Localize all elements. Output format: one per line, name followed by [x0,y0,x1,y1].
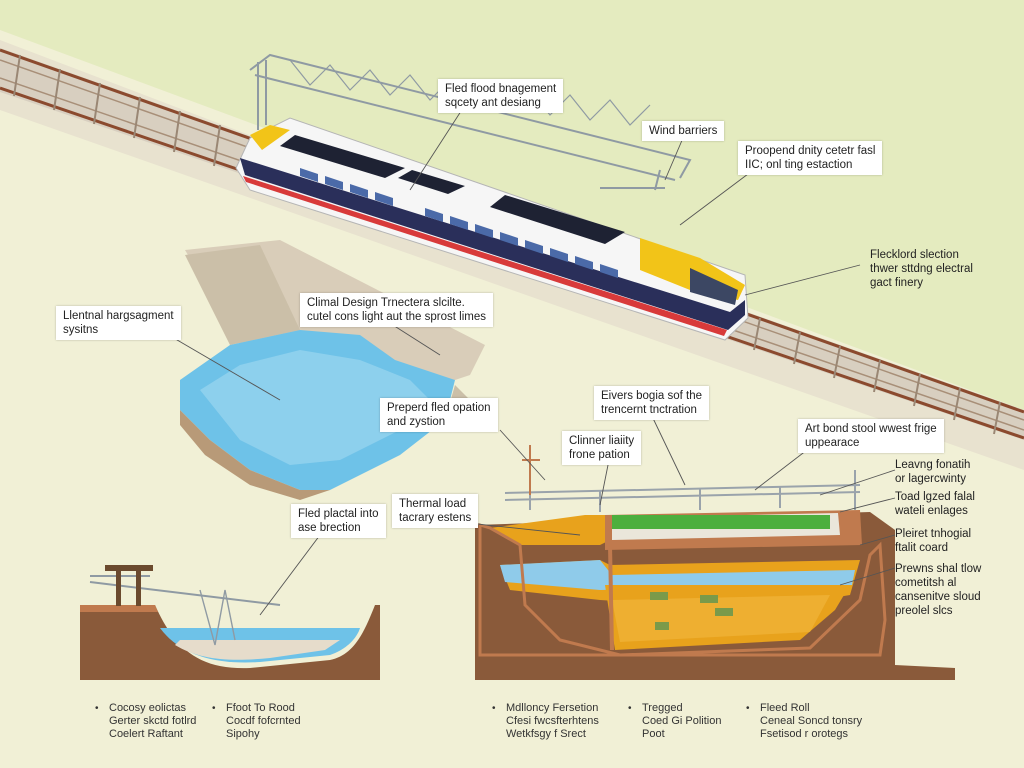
label-thermal-load: Thermal load tacrary estens [392,494,479,528]
label-prepared-flood: Preperd fled opation and zystion [380,398,498,432]
label-climate-design: Climal Design Trnectera slcilte. cutel c… [300,293,493,327]
train [235,117,749,341]
note-project-hydro: Pleiret tnhogial ftalit coard [895,528,972,554]
label-clinner-liability: Clinner liaiity frone pation [562,431,642,465]
bullet-icon: • [492,703,496,714]
label-proposed-coaches: Proopend dnity cetetr fasl IIC; onl ting… [738,141,883,175]
label-rivers-bogie: Eivers bogia sof the trencernt tnctratio… [594,386,710,420]
label-flood-data: Fled plactal into ase brection [291,504,386,538]
legend-column-4: • Tregged Coed Gi Polition Poot [628,702,722,740]
bullet-icon: • [746,703,750,714]
flood-basin [180,240,485,500]
station-cross-section [475,445,955,680]
note-total-lagged: Toad lgzed falal wateli enlages [895,491,975,517]
label-internal-management: Llentnal hargsagment sysitns [56,306,181,340]
bullet-icon: • [95,703,99,714]
floodplain-cross-section [80,565,380,680]
legend-column-2: • Ffoot To Rood Cocdf fofcrnted Sipohy [212,702,301,740]
label-flexibord-electrical: Flecklord slection thwer sttdng electral… [870,249,973,289]
note-provide-flow: Prewns shal tlow cometitsh al cansenitve… [895,563,982,617]
legend-column-3: • Mdlloncy Fersetion Cfesi fwcsfterhtens… [492,702,599,740]
bullet-icon: • [628,703,632,714]
label-wind-barriers: Wind barriers [642,121,725,141]
leader-lines [159,104,896,616]
legend-column-1: • Cocosy eolictas Gerter skctd fotlrd Co… [95,702,197,740]
note-leaving-foundation: Leavng fonatih or lagercwinty [895,459,971,485]
label-art-bond: Art bond stool wwest frige uppearace [798,419,944,453]
bullet-icon: • [212,703,216,714]
legend-column-5: • Fleed Roll Ceneal Soncd tonsry Fsetiso… [746,702,863,740]
label-flood-management: Fled flood bnagement sqcety ant desiang [438,79,564,113]
